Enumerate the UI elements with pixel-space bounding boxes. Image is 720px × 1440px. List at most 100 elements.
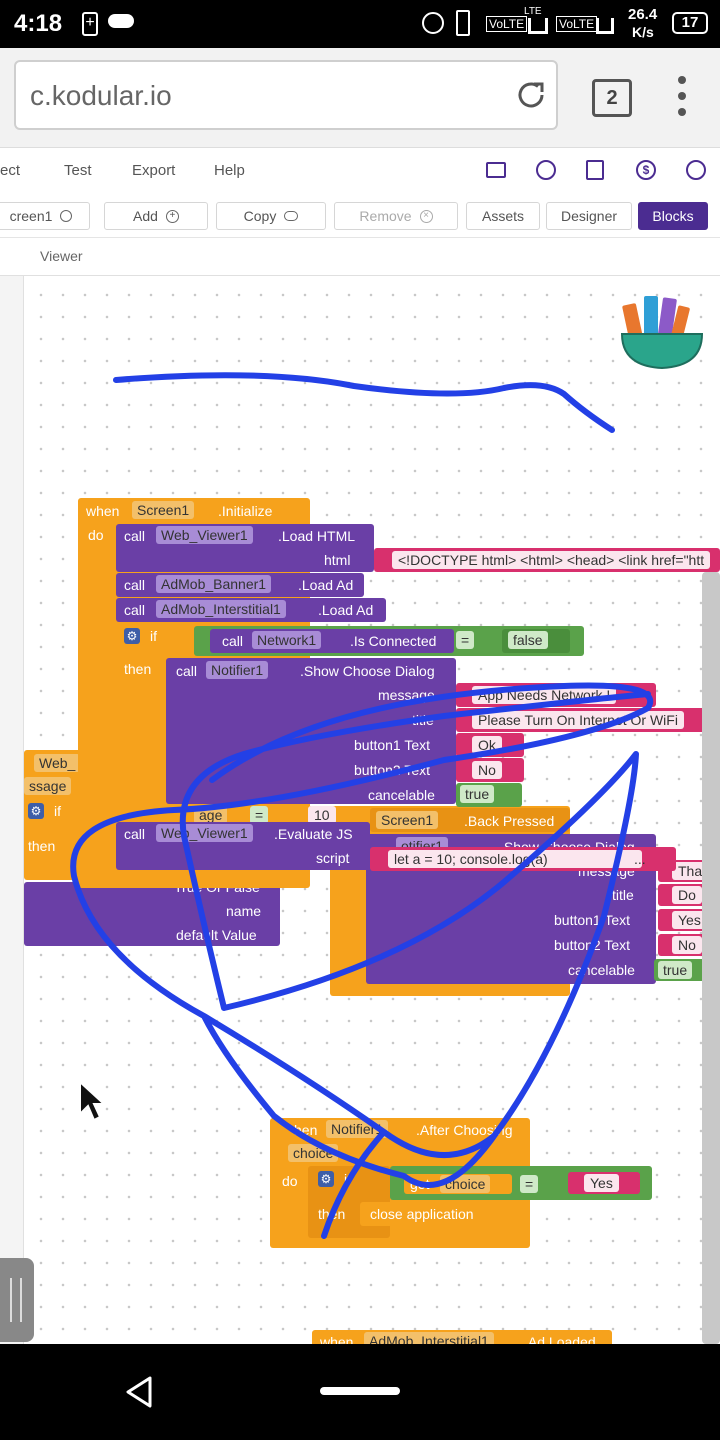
volte-badge-2: VoLTE — [556, 16, 598, 32]
ad-loaded-tag: AdMob_Interstitial1 — [364, 1332, 494, 1344]
kodular-toolbar: creen1 Add + Copy Remove × Assets Design… — [0, 196, 720, 238]
screen-select[interactable]: creen1 — [0, 202, 90, 230]
load-html-webviewer-tag: Web_Viewer1 — [156, 526, 253, 544]
blocks-label: Blocks — [652, 208, 694, 224]
show-choose-label: .Show Choose Dialog — [300, 663, 435, 679]
designer-label: Designer — [560, 208, 618, 224]
remove-label: Remove — [359, 208, 412, 224]
interstitial-call: call — [124, 602, 146, 618]
assets-label: Assets — [481, 208, 524, 224]
is-connected-block[interactable] — [210, 629, 454, 653]
button2-value: No — [472, 761, 502, 779]
banner-call: call — [124, 577, 146, 593]
if-cog-icon: ⚙ — [124, 628, 140, 644]
browser-toolbar: c.kodular.io 2 — [0, 48, 720, 148]
alarm-icon — [422, 12, 444, 34]
age-ten-value: 10 — [308, 806, 336, 824]
workspace-scrollbar[interactable] — [702, 572, 720, 1344]
after-event-label: .After Choosing — [416, 1122, 513, 1138]
folder-star-icon[interactable] — [486, 162, 506, 178]
annotation-scribble — [70, 372, 653, 1239]
drawer-handle[interactable] — [0, 1258, 34, 1342]
blocks-button[interactable]: Blocks — [638, 202, 708, 230]
close-application-block[interactable] — [360, 1202, 490, 1226]
menu-item-help[interactable]: Help — [214, 162, 245, 179]
plus-circle-icon: + — [165, 209, 179, 223]
init-when-label: when — [86, 503, 120, 519]
is-connected-call: call — [222, 633, 244, 649]
back-icon[interactable] — [122, 1374, 158, 1410]
account-icon[interactable] — [686, 160, 706, 180]
chevron-circle-icon — [60, 210, 73, 222]
kodular-menubar: ect Test Export Help $ — [0, 148, 720, 194]
menu-item-test[interactable]: Test — [64, 162, 92, 179]
init-screen-tag: Screen1 — [132, 501, 195, 519]
dollar-icon[interactable]: $ — [636, 160, 656, 180]
left-web-tag: Web_ — [34, 754, 81, 772]
false-value: false — [508, 631, 548, 649]
script-param-label: script — [316, 850, 350, 866]
cloud-icon — [108, 14, 134, 28]
interstitial-tag: AdMob_Interstitial1 — [156, 600, 286, 618]
after-do-label: do — [282, 1173, 298, 1189]
designer-button[interactable]: Designer — [546, 202, 632, 230]
url-field[interactable]: c.kodular.io — [14, 60, 558, 130]
menu-item-export[interactable]: Export — [132, 162, 176, 179]
mouse-cursor-icon — [79, 1080, 106, 1122]
signal-icon-2 — [596, 18, 614, 34]
back-cancelable-value: true — [658, 961, 693, 979]
net-speed-unit: K/s — [632, 24, 654, 40]
banner-tag: AdMob_Banner1 — [156, 575, 272, 593]
notifier-tag: Notifier1 — [206, 661, 269, 679]
copy-icon — [284, 211, 299, 221]
add-label: Add — [133, 208, 158, 224]
ad-loaded-when: when — [320, 1334, 354, 1344]
network-tag: Network1 — [252, 631, 322, 649]
status-bar: 4:18 + VoLTE LTE VoLTE 26.4 K/s 17 — [0, 0, 720, 48]
close-application-label: close application — [370, 1206, 474, 1222]
default-value-label: default Value — [176, 927, 257, 943]
remove-screen-button[interactable]: Remove × — [334, 202, 458, 230]
copy-screen-button[interactable]: Copy — [216, 202, 326, 230]
init-event-label: .Initialize — [218, 503, 273, 519]
docs-icon[interactable] — [586, 160, 604, 180]
overflow-menu-icon[interactable] — [676, 76, 690, 120]
assets-button[interactable]: Assets — [466, 202, 540, 230]
back-screen-tag: Screen1 — [376, 811, 439, 829]
cancelable-label: cancelable — [368, 787, 435, 803]
name-label: name — [226, 903, 262, 919]
evaluate-js-label: .Evaluate JS — [274, 826, 353, 842]
blocks-workspace[interactable]: Web_ ssage ⚙ if then True Or False name … — [24, 276, 720, 1344]
reload-icon[interactable] — [514, 78, 548, 112]
then-label: then — [124, 661, 152, 677]
url-text: c.kodular.io — [30, 80, 172, 111]
home-pill-button[interactable] — [320, 1387, 400, 1395]
backpack-icon[interactable] — [618, 290, 706, 370]
load-html-call: call — [124, 528, 146, 544]
back-title-label: title — [612, 887, 634, 903]
after-eq-tag: = — [520, 1175, 539, 1193]
tab-count-button[interactable]: 2 — [592, 79, 632, 117]
vibrate-icon — [456, 10, 470, 36]
if-label: if — [150, 628, 157, 644]
button1-label: button1 Text — [354, 737, 431, 753]
palette-icon[interactable] — [536, 160, 556, 180]
back-title-value: Do — [672, 886, 702, 904]
volte-badge: VoLTE — [486, 16, 528, 32]
init-do-label: do — [88, 527, 104, 543]
interstitial-load-ad: .Load Ad — [318, 602, 374, 618]
copy-label: Copy — [243, 208, 277, 224]
back-button1-value: Yes — [672, 911, 707, 929]
net-speed-value: 26.4 — [628, 6, 658, 23]
close-circle-icon: × — [419, 209, 433, 223]
html-param-label: html — [324, 552, 351, 568]
left-if-cog-icon: ⚙ — [28, 803, 44, 819]
menu-item-project[interactable]: ect — [0, 162, 21, 179]
lte-label: LTE — [524, 6, 542, 17]
html-string-value: <!DOCTYPE html> <html> <head> <link href… — [392, 551, 711, 569]
true-false-block[interactable] — [24, 882, 280, 946]
battery-level: 17 — [672, 12, 708, 34]
add-screen-button[interactable]: Add + — [104, 202, 208, 230]
back-button2-value: No — [672, 936, 702, 954]
drawer-handle-grip-icon — [10, 1278, 22, 1322]
